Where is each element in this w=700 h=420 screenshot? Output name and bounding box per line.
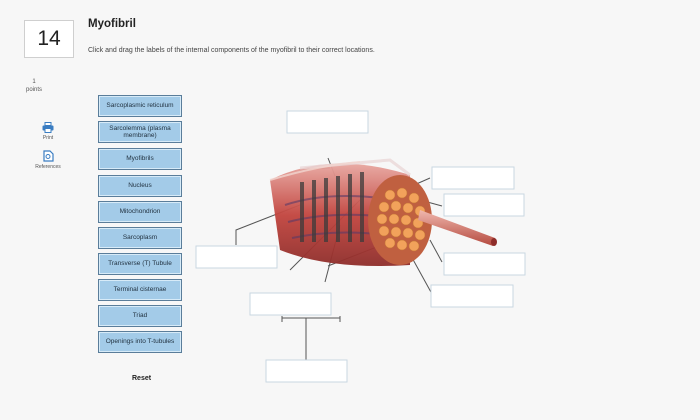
muscle-fiber [269, 158, 497, 266]
label-transverse-tubule[interactable]: Transverse (T) Tubule [98, 253, 182, 275]
label-terminal-cisternae[interactable]: Terminal cisternae [98, 279, 182, 301]
label-openings-into-t-tubules[interactable]: Openings into T-tubules [98, 331, 182, 353]
label-mitochondrion[interactable]: Mitochondrion [98, 201, 182, 223]
label-sarcoplasmic-reticulum[interactable]: Sarcoplasmic reticulum [98, 95, 182, 117]
drop-target-2[interactable] [431, 166, 515, 190]
label-triad[interactable]: Triad [98, 305, 182, 327]
drop-target-8[interactable] [265, 359, 348, 383]
points-indicator: 1 points [26, 78, 42, 94]
points-value: 1 [32, 79, 36, 85]
print-icon [42, 122, 54, 133]
reset-button[interactable]: Reset [132, 375, 152, 382]
drop-target-6[interactable] [430, 284, 514, 308]
label-sarcolemma[interactable]: Sarcolemma (plasma membrane) [98, 121, 182, 143]
drop-target-3[interactable] [443, 193, 525, 217]
label-sarcoplasm[interactable]: Sarcoplasm [98, 227, 182, 249]
drop-target-7[interactable] [249, 292, 332, 316]
label-myofibrils[interactable]: Myofibrils [98, 148, 182, 170]
label-nucleus[interactable]: Nucleus [98, 175, 182, 197]
drop-target-4[interactable] [195, 245, 278, 269]
references-icon [42, 150, 54, 162]
drop-target-1[interactable] [286, 110, 369, 134]
references-label: References [35, 164, 61, 170]
question-number: 14 [24, 20, 74, 58]
references-button[interactable]: References [31, 150, 65, 170]
points-label: points [26, 87, 43, 93]
print-button[interactable]: Print [31, 122, 65, 141]
drop-targets [195, 110, 526, 383]
question-title: Myofibril [88, 18, 136, 30]
question-instructions: Click and drag the labels of the interna… [88, 47, 375, 54]
drop-target-5[interactable] [443, 252, 526, 276]
print-label: Print [42, 135, 54, 141]
